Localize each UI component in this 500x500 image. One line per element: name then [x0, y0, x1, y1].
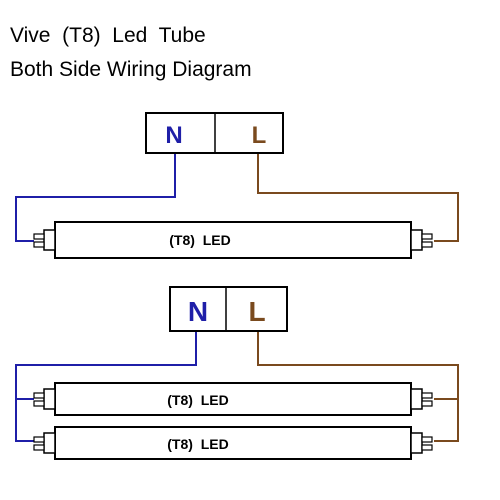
left-end-cap	[33, 388, 56, 410]
terminal-block: N L	[169, 286, 288, 332]
left-end-cap	[33, 229, 56, 251]
neutral-wire	[15, 331, 197, 442]
diagram-single-tube: N L (T8) LED	[15, 112, 459, 259]
led-tube: (T8) LED	[33, 426, 433, 460]
left-end-cap	[33, 432, 56, 454]
right-end-cap	[410, 229, 433, 251]
led-tube: (T8) LED	[33, 382, 433, 416]
diagram-title: Vive (T8) Led Tube	[10, 24, 206, 47]
live-wire	[257, 153, 459, 242]
tube-label: (T8) LED	[167, 392, 228, 408]
right-end-cap	[410, 432, 433, 454]
neutral-wire	[15, 153, 176, 242]
led-tube: (T8) LED	[33, 221, 433, 259]
tube-label: (T8) LED	[167, 436, 228, 452]
tube-label: (T8) LED	[169, 232, 230, 248]
diagram-double-tube: N L (T8) LED	[15, 286, 459, 460]
live-wire	[257, 331, 459, 442]
terminal-block: N L	[145, 112, 284, 154]
diagram-subtitle: Both Side Wiring Diagram	[10, 58, 252, 81]
right-end-cap	[410, 388, 433, 410]
neutral-terminal-label: N	[165, 122, 182, 149]
neutral-terminal-label: N	[188, 296, 208, 327]
live-terminal-label: L	[252, 122, 267, 149]
live-terminal-label: L	[248, 296, 265, 327]
